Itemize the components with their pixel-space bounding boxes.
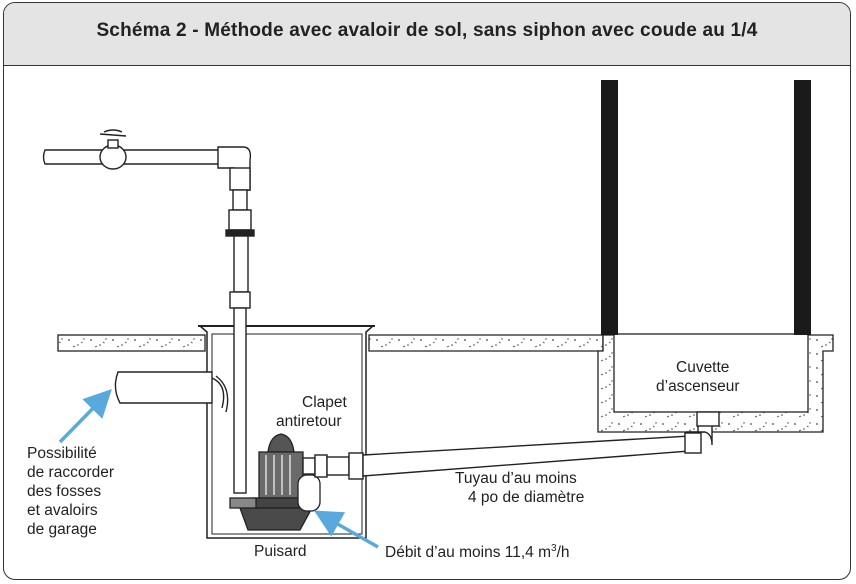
- arrow-debit: [313, 510, 379, 549]
- drain-pipe: [114, 371, 229, 413]
- label-clapet: Clapet antiretour: [276, 394, 347, 430]
- supply-pipe: [42, 146, 255, 494]
- diagram-title: Schéma 2 - Méthode avec avaloir de sol, …: [96, 20, 758, 41]
- floor-slab-left: [57, 334, 206, 352]
- label-possibilite: Possibilité de raccorder des fosses et a…: [27, 445, 114, 538]
- label-debit: Débit d’au moins 11,4 m3/h: [385, 543, 570, 561]
- label-tuyau: Tuyau d’au moins 4 po de diamètre: [455, 470, 584, 506]
- diagram-frame: Schéma 2 - Méthode avec avaloir de sol, …: [3, 2, 851, 580]
- svg-text:antiretour: antiretour: [276, 413, 341, 430]
- svg-text:et avaloirs: et avaloirs: [27, 502, 98, 519]
- svg-text:d’ascenseur: d’ascenseur: [656, 378, 740, 395]
- shaft-wall-left: [601, 80, 618, 335]
- arrow-raccord: [58, 388, 112, 444]
- header-bar: Schéma 2 - Méthode avec avaloir de sol, …: [4, 3, 850, 66]
- shaft-wall-right: [794, 80, 811, 335]
- svg-text:Possibilité: Possibilité: [27, 445, 97, 462]
- svg-text:Tuyau d’au moins: Tuyau d’au moins: [455, 470, 577, 487]
- svg-text:Clapet: Clapet: [302, 394, 347, 411]
- label-cuvette: Cuvette d’ascenseur: [656, 359, 740, 395]
- check-valve: [302, 452, 364, 480]
- valve-icon: [99, 129, 127, 170]
- svg-text:de garage: de garage: [27, 521, 97, 538]
- svg-text:de raccorder: de raccorder: [27, 464, 114, 481]
- svg-text:des fosses: des fosses: [27, 483, 101, 500]
- label-puisard: Puisard: [254, 543, 307, 560]
- sump-pump: [229, 433, 314, 531]
- svg-text:4 po de diamètre: 4 po de diamètre: [468, 489, 584, 506]
- svg-text:Cuvette: Cuvette: [676, 359, 729, 376]
- floor-slab-right: [368, 333, 834, 433]
- discharge-pipe: [362, 411, 720, 477]
